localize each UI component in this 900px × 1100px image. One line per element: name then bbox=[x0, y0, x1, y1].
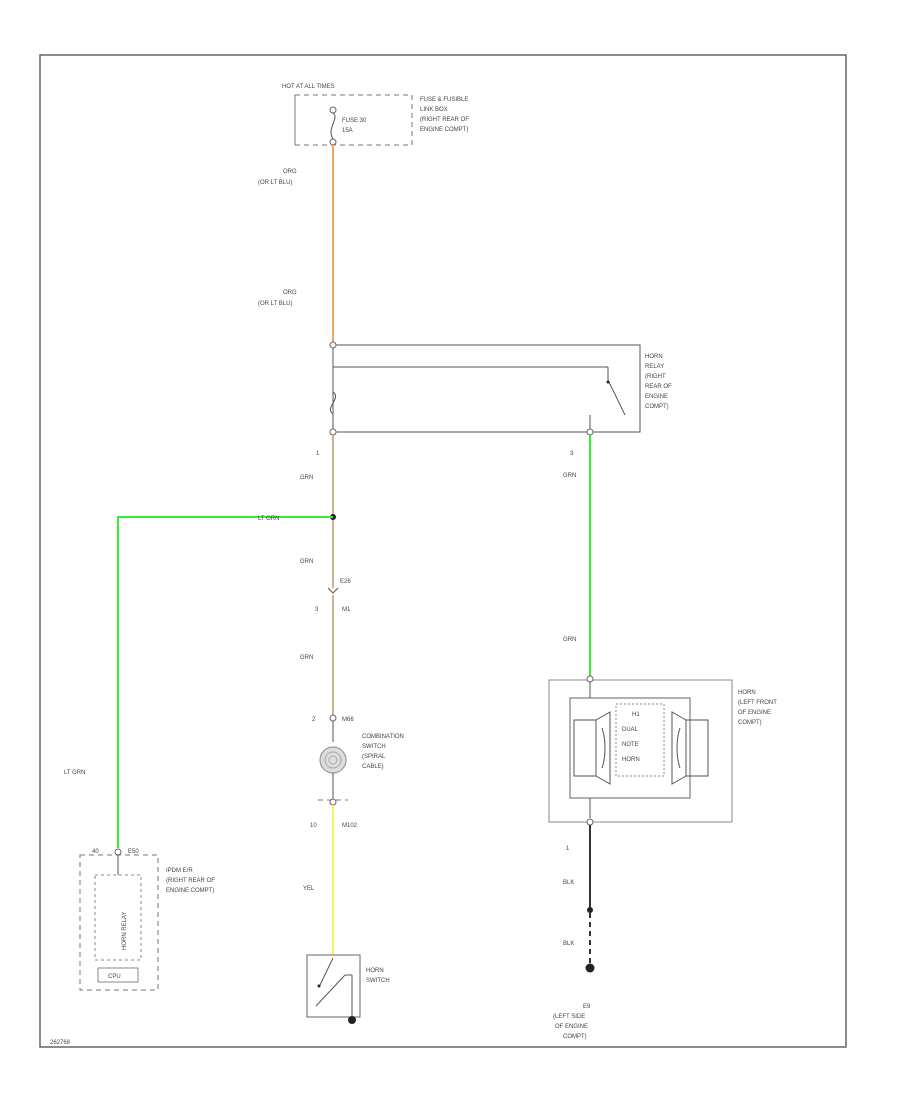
connector-m102: M102 bbox=[342, 823, 358, 829]
wire-label-lt-grn-v: LT GRN bbox=[64, 770, 85, 776]
ground-desc-1: (LEFT SIDE bbox=[553, 1014, 585, 1020]
relay-pin-left: 1 bbox=[316, 451, 320, 457]
wire-label-org-3: ORG bbox=[283, 290, 297, 296]
ground-id: E9 bbox=[583, 1004, 591, 1010]
dual-note-horn: H1 DUAL NOTE HORN HORN (LEFT FRONT OF EN… bbox=[548, 675, 777, 852]
horn-inner-4: HORN bbox=[622, 757, 640, 763]
fuse-box-desc-4: ENGINE COMPT) bbox=[420, 127, 468, 133]
combo-desc-2: SWITCH bbox=[362, 744, 386, 750]
connector-m66: M66 bbox=[342, 717, 354, 723]
relay-switch-contact bbox=[607, 379, 626, 416]
horn-desc-4: COMPT) bbox=[738, 720, 762, 726]
ipdm-desc-3: ENGINE COMPT) bbox=[166, 888, 214, 894]
ipdm-er: 40 E50 HORN RELAY CPU IPDM E/R (RIGHT RE… bbox=[79, 848, 215, 991]
horn-switch: HORN SWITCH bbox=[306, 954, 390, 1024]
wire-label-grn-2: GRN bbox=[300, 559, 313, 565]
wire-label-yel: YEL bbox=[303, 886, 315, 892]
ground-desc-2: OF ENGINE bbox=[555, 1024, 588, 1030]
ipdm-desc-1: IPDM E/R bbox=[166, 868, 193, 874]
connector-m1-pin: 3 bbox=[315, 607, 319, 613]
fuse-box-desc-1: FUSE & FUSIBLE bbox=[420, 97, 468, 103]
wire-label-org-1: ORG bbox=[283, 169, 297, 175]
ground-desc-3: COMPT) bbox=[563, 1034, 587, 1040]
relay-coil-icon bbox=[329, 391, 337, 415]
connector-m1: M1 bbox=[342, 607, 351, 613]
fuse-box-header: HOT AT ALL TIMES bbox=[282, 84, 335, 90]
connector-m102-pin: 10 bbox=[310, 823, 317, 829]
relay-desc-1: HORN bbox=[645, 354, 663, 360]
ground-e9: E9 (LEFT SIDE OF ENGINE COMPT) bbox=[553, 963, 595, 1040]
relay-desc-6: COMPT) bbox=[645, 404, 669, 410]
horn-inner-3: NOTE bbox=[622, 742, 639, 748]
wire-label-right-grn-1: GRN bbox=[563, 473, 576, 479]
fuse-rating: 15A bbox=[342, 128, 353, 134]
wire-label-grn-1: GRN bbox=[300, 475, 313, 481]
wire-label-blk-1: BLK bbox=[563, 880, 574, 886]
spiral-cable-icon bbox=[319, 746, 347, 774]
horn-speaker-left-icon bbox=[573, 719, 597, 777]
horn-switch-ground bbox=[348, 1016, 356, 1024]
connector-e26: E26 bbox=[340, 579, 351, 585]
fuse-label: FUSE 30 bbox=[342, 118, 367, 124]
horn-desc-2: (LEFT FRONT bbox=[738, 700, 777, 706]
wire-label-right-grn-2: GRN bbox=[563, 637, 576, 643]
horn-switch-desc-1: HORN bbox=[366, 968, 384, 974]
relay-pin-right: 3 bbox=[570, 451, 574, 457]
horn-speaker-right-icon bbox=[685, 719, 709, 777]
wire-label-org-2: (OR LT BLU) bbox=[258, 180, 292, 186]
ipdm-connector-id: E50 bbox=[128, 849, 139, 855]
combination-switch: 2 M66 COMBINATION SWITCH (SPIRAL CABLE) … bbox=[310, 714, 404, 829]
wire-label-lt-grn-h: LT GRN bbox=[258, 516, 279, 522]
figure-id: 262768 bbox=[50, 1040, 71, 1046]
ipdm-cpu-label: CPU bbox=[108, 974, 121, 980]
ipdm-connector-pin: 40 bbox=[92, 849, 99, 855]
wire-label-blk-2: BLK bbox=[563, 941, 574, 947]
horn-inner-1: H1 bbox=[632, 712, 640, 718]
horn-switch-desc-2: SWITCH bbox=[366, 978, 390, 984]
wire-label-org-4: (OR LT BLU) bbox=[258, 301, 292, 307]
fuse-terminal-top bbox=[329, 106, 337, 114]
horn-desc-1: HORN bbox=[738, 690, 756, 696]
blk-splice-point bbox=[587, 907, 593, 913]
fuse-box-desc-2: LINK BOX bbox=[420, 107, 448, 113]
connector-m66-pin: 2 bbox=[312, 717, 316, 723]
horn-pin-bottom: 1 bbox=[566, 846, 570, 852]
diagram-frame bbox=[39, 54, 847, 1048]
fuse-box-desc-3: (RIGHT REAR OF bbox=[420, 117, 469, 123]
horn-desc-3: OF ENGINE bbox=[738, 710, 771, 716]
horn-inner-2: DUAL bbox=[622, 727, 639, 733]
horn-relay: HORN RELAY (RIGHT REAR OF ENGINE COMPT) … bbox=[316, 341, 672, 457]
fuse-box: HOT AT ALL TIMES FUSE 30 15A FUSE & FUSI… bbox=[282, 84, 469, 146]
wire-label-grn-3: GRN bbox=[300, 655, 313, 661]
combo-desc-1: COMBINATION bbox=[362, 734, 404, 740]
relay-desc-4: REAR OF bbox=[645, 384, 672, 390]
fuse-terminal-bottom bbox=[329, 138, 337, 146]
ground-icon bbox=[585, 963, 595, 973]
combo-desc-3: (SPIRAL bbox=[362, 754, 386, 760]
fuse-icon bbox=[330, 112, 336, 140]
ipdm-desc-2: (RIGHT REAR OF bbox=[166, 878, 215, 884]
relay-desc-3: (RIGHT bbox=[645, 374, 666, 380]
relay-desc-5: ENGINE bbox=[645, 394, 668, 400]
ipdm-inner-label: HORN RELAY bbox=[122, 911, 128, 950]
connector-e26-m1: E26 3 M1 bbox=[315, 579, 351, 613]
horn-switch-contact bbox=[315, 974, 346, 1007]
relay-desc-2: RELAY bbox=[645, 364, 664, 370]
wire-lt-grn bbox=[117, 516, 333, 848]
combo-desc-4: CABLE) bbox=[362, 764, 384, 770]
